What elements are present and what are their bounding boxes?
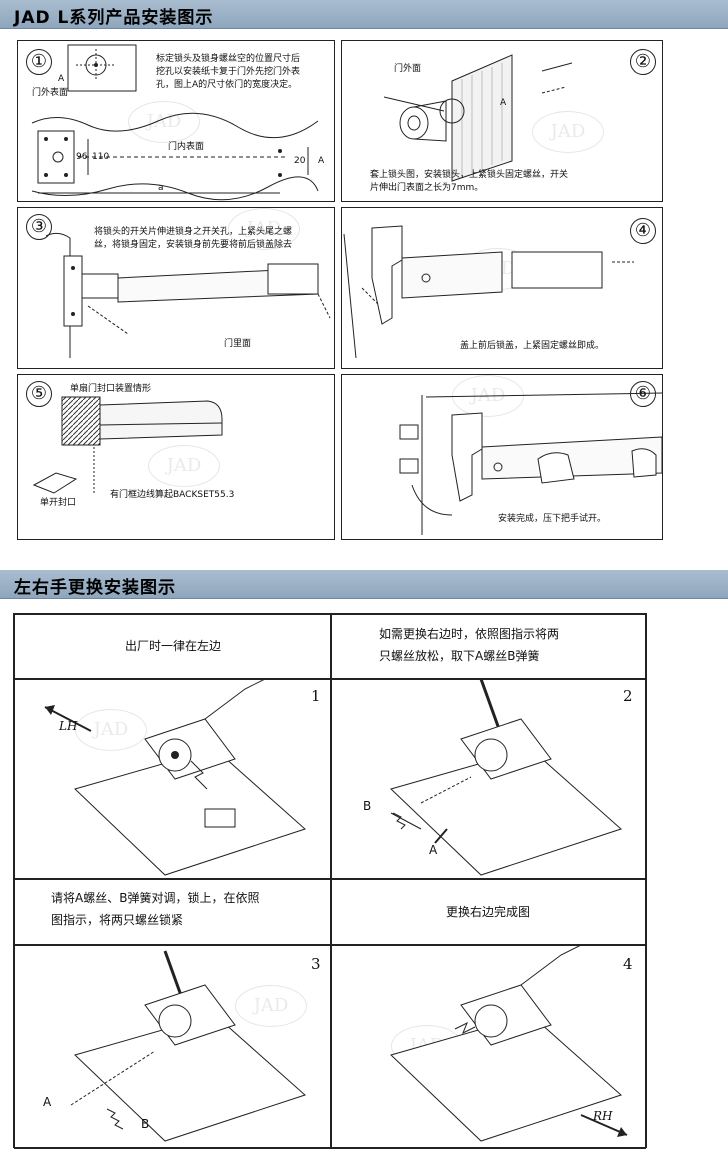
cover-diagram <box>343 225 634 359</box>
label-single-seal: 单开封口 <box>40 498 77 508</box>
step-number: ① <box>26 49 52 75</box>
panel-text-line: 标定锁头及锁身螺丝空的位置尺寸后 <box>156 54 301 64</box>
label-inside: 门里面 <box>224 339 252 349</box>
panel-text-line: 单扇门封口装置情形 <box>70 384 152 394</box>
panel-text-line: 片伸出门表面之长为7mm。 <box>370 183 484 193</box>
mechanism-left-hand <box>44 679 306 876</box>
jad-watermark: JAD <box>75 709 147 751</box>
label-a: A <box>58 74 65 84</box>
panel-text-line: 安装完成，压下把手试开。 <box>498 514 607 524</box>
step-caption-cell: 请将A螺丝、B弹簧对调，锁上，在依照 图指示，将两只螺丝锁紧 <box>14 878 332 946</box>
panel-text-line: 套上锁头图，安装锁头，上紧锁头固定螺丝，开关 <box>370 170 569 180</box>
panel-step-3: JAD ③ 将锁头的开关片伸进锁身之开关孔，上紧头尾之螺 丝，将锁身固定，安装锁… <box>17 207 335 369</box>
section-title: JAD L系列产品安装图示 <box>14 8 214 28</box>
jad-watermark: JAD <box>235 985 307 1027</box>
section-header-handing: 左右手更换安装图示 <box>0 570 728 599</box>
step-index: 4 <box>623 955 633 973</box>
step-caption-cell: 出厂时一律在左边 <box>14 614 332 680</box>
section-header-install: JAD L系列产品安装图示 <box>0 0 728 29</box>
label-a: A <box>500 98 507 108</box>
lock-body-diagram <box>45 232 331 358</box>
step-caption-line: 请将A螺丝、B弹簧对调，锁上，在依照 <box>51 891 260 905</box>
jad-watermark: JAD <box>148 445 220 487</box>
panel-step-6: JAD ⑥ 安装完成，压下把手试开。 <box>341 374 663 540</box>
label-a-right: A <box>318 156 325 166</box>
step-index: 3 <box>311 955 321 973</box>
panel-text-line: 挖孔以安装纸卡复于门外先挖门外表 <box>156 67 301 77</box>
label-backset: 有门框边线算起BACKSET55.3 <box>110 490 235 500</box>
step-image-cell: JAD 1 LH <box>14 678 332 880</box>
step-caption-line: 只螺丝放松，取下A螺丝B弹簧 <box>379 649 540 663</box>
step-number: ② <box>630 49 656 75</box>
mechanism-swap-parts <box>70 950 306 1142</box>
panel-text-line: 盖上前后锁盖，上紧固定螺丝即成。 <box>460 341 605 351</box>
label-inner-surface: 门内表面 <box>168 142 205 152</box>
right-hand-tag: RH <box>593 1109 613 1123</box>
panel-step-4: JAD ④ 盖上前后锁盖，上紧固定螺丝即成。 <box>341 207 663 369</box>
panel-step-2: JAD ② 门外面 A 套上锁头图，安装锁头，上紧锁头固定螺丝，开关 片伸出门表… <box>341 40 663 202</box>
label-a: A <box>43 1095 52 1109</box>
lock-head-diagram <box>383 54 573 182</box>
dim-20: 20 <box>294 156 306 166</box>
mechanism-loosen-screws <box>390 679 622 876</box>
step-caption: 更换右边完成图 <box>445 905 530 919</box>
step-index: 1 <box>311 687 321 705</box>
step-image-cell: JAD 2 B A <box>330 678 646 880</box>
step-image-cell: JAD 4 RH <box>330 944 646 1149</box>
label-outside: 门外面 <box>394 64 422 74</box>
completed-install-diagram <box>399 392 662 535</box>
panel-text-line: 孔，图上A的尺寸依门的宽度决定。 <box>156 80 298 90</box>
panel-text-line: 丝，将锁身固定，安装锁身前先要将前后锁盖除去 <box>94 240 293 250</box>
step-caption-cell: 如需更换右边时，依照图指示将两 只螺丝放松，取下A螺丝B弹簧 <box>330 614 646 680</box>
panel-step-5: JAD ⑤ 单扇门封口装置情形 有门框边线算起BACKSET55.3 单开封口 <box>17 374 335 540</box>
handing-steps-table: 出厂时一律在左边 如需更换右边时，依照图指示将两 只螺丝放松，取下A螺丝B弹簧 … <box>13 613 647 1149</box>
label-a: A <box>429 843 438 857</box>
panel-text-line: 将锁头的开关片伸进锁身之开关孔，上紧头尾之螺 <box>94 227 293 237</box>
left-hand-tag: LH <box>59 719 78 733</box>
jad-watermark: JAD <box>532 111 604 153</box>
single-door-seal-diagram <box>32 396 223 494</box>
mechanism-right-hand <box>390 945 628 1142</box>
label-b: B <box>363 799 372 813</box>
dim-110: 110 <box>92 152 110 162</box>
step-caption-cell: 更换右边完成图 <box>330 878 646 946</box>
step-index: 2 <box>623 687 633 705</box>
step-caption-line: 如需更换右边时，依照图指示将两 <box>379 627 560 641</box>
step-image-cell: JAD 3 A B <box>14 944 332 1149</box>
panel-step-1: JAD ① A 门外表面 门内表面 96 110 20 A a 标定锁头及锁身螺… <box>17 40 335 202</box>
step-caption-line: 图指示，将两只螺丝锁紧 <box>51 913 184 927</box>
label-b: B <box>141 1117 150 1131</box>
step-number: ④ <box>630 218 656 244</box>
step-caption: 出厂时一律在左边 <box>124 639 221 653</box>
label-outer-surface: 门外表面 <box>32 88 69 98</box>
dim-96: 96 <box>76 152 88 162</box>
step-number: ⑤ <box>26 381 52 407</box>
section-title: 左右手更换安装图示 <box>14 578 176 598</box>
jad-watermark: JAD <box>228 208 300 250</box>
dim-a: a <box>158 183 164 193</box>
door-template-diagram <box>31 44 319 201</box>
